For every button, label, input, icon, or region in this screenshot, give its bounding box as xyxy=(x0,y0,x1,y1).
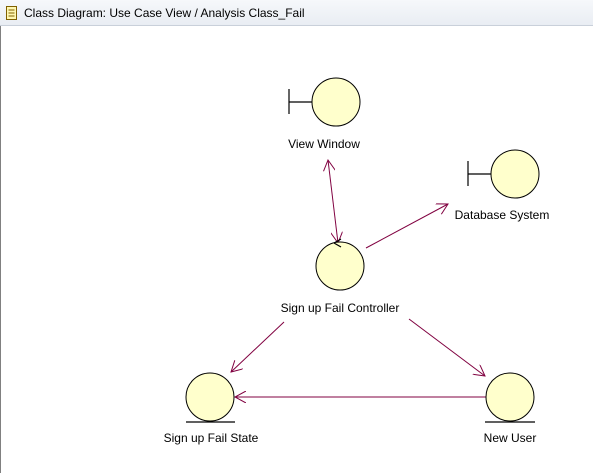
class-diagram-icon xyxy=(6,6,17,20)
link-view-window-controller[interactable] xyxy=(328,160,338,243)
window-title: Class Diagram: Use Case View / Analysis … xyxy=(24,6,305,20)
link-controller-signup-fail-state[interactable] xyxy=(231,321,285,372)
entity-new-user[interactable]: New User xyxy=(484,372,537,445)
title-bar: Class Diagram: Use Case View / Analysis … xyxy=(0,0,593,26)
node-label-signup-fail-state: Sign up Fail State xyxy=(164,431,259,445)
entity-signup-fail-state[interactable]: Sign up Fail State xyxy=(164,372,259,445)
node-label-view-window: View Window xyxy=(288,137,360,151)
node-label-new-user: New User xyxy=(484,431,537,445)
diagram-svg: View Window Database System Sign up Fail… xyxy=(164,77,550,445)
control-signup-fail-controller[interactable]: Sign up Fail Controller xyxy=(281,238,400,315)
link-controller-database-system[interactable] xyxy=(365,204,448,249)
node-label-database-system: Database System xyxy=(455,208,550,222)
link-controller-new-user[interactable] xyxy=(408,318,485,376)
boundary-view-window[interactable]: View Window xyxy=(288,77,361,151)
boundary-database-system[interactable]: Database System xyxy=(455,149,550,222)
diagram-canvas[interactable]: View Window Database System Sign up Fail… xyxy=(0,26,593,473)
node-label-signup-fail-controller: Sign up Fail Controller xyxy=(281,301,400,315)
